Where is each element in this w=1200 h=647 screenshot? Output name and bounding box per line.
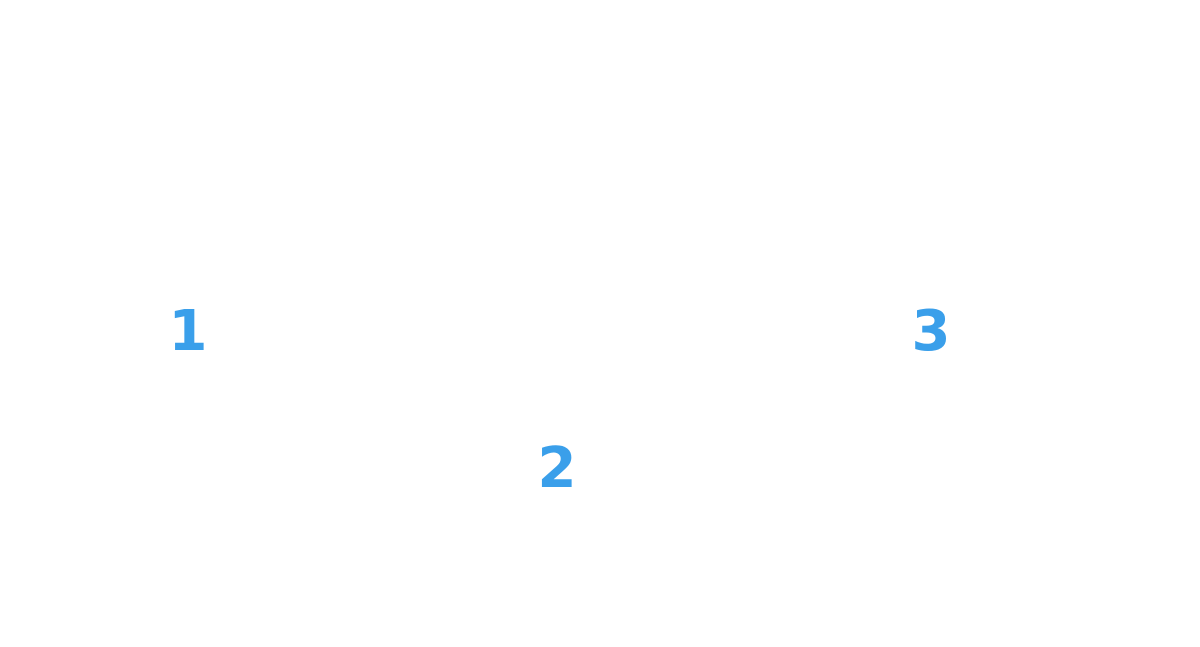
step-number-3: 3 [911,299,951,364]
step-number-2: 2 [537,436,577,501]
step-number-1: 1 [168,299,208,364]
